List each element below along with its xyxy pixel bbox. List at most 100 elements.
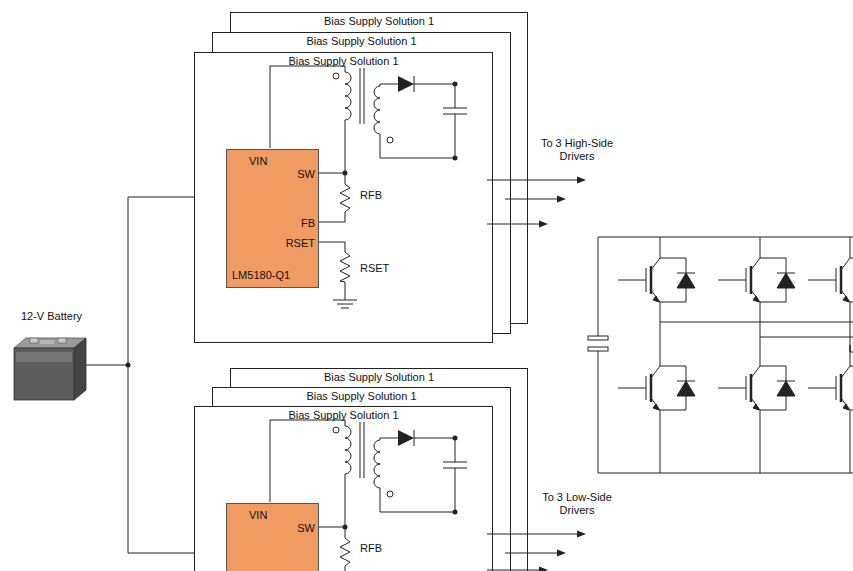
igbt-wire xyxy=(618,345,660,430)
ground-symbol xyxy=(333,300,357,308)
junction-dot xyxy=(343,171,348,176)
rset-resistor xyxy=(318,242,350,300)
phase-output xyxy=(760,337,853,338)
igbt-symbol xyxy=(618,345,695,430)
diode-symbol xyxy=(777,381,795,396)
transformer-core xyxy=(360,68,364,124)
wire xyxy=(270,66,345,148)
output-line xyxy=(505,199,559,200)
diode-bar xyxy=(777,381,795,382)
box-title: Bias Supply Solution 1 xyxy=(213,33,510,48)
polarity-dot xyxy=(333,73,339,79)
component-label: RFB xyxy=(360,189,382,202)
dc-rail xyxy=(598,237,853,473)
arrowhead xyxy=(577,531,586,538)
part-number: LM5180-Q1 xyxy=(232,269,290,281)
box-title: Bias Supply Solution 1 xyxy=(231,13,527,28)
phase-wire xyxy=(760,430,761,473)
diode-wire xyxy=(850,366,853,410)
box-title: Bias Supply Solution 1 xyxy=(195,53,492,68)
diode-wire xyxy=(850,258,853,302)
box-title: Bias Supply Solution 1 xyxy=(231,369,527,384)
diode-bar xyxy=(777,273,795,274)
capacitor-plate xyxy=(588,336,608,340)
emitter-arrow xyxy=(753,404,759,410)
transformer-secondary xyxy=(374,86,380,134)
junction-dot xyxy=(453,436,458,441)
component-label: RFB xyxy=(360,542,382,555)
igbt-symbol xyxy=(618,237,695,322)
wire xyxy=(318,474,345,527)
igbt-wire xyxy=(718,345,760,430)
arrowhead xyxy=(557,550,566,557)
junction-dot xyxy=(453,510,458,515)
ic-block: VINSW xyxy=(226,503,319,571)
transformer-primary xyxy=(345,72,351,120)
wire xyxy=(380,438,467,512)
transformer-secondary xyxy=(374,440,380,488)
igbt-symbol xyxy=(808,237,853,322)
phase-wire xyxy=(660,322,661,345)
ic-block: VINSWFBRSETLM5180-Q1 xyxy=(226,149,319,288)
pin-name: RSET xyxy=(286,237,315,249)
igbt-base xyxy=(650,374,653,402)
inverter-bridge xyxy=(588,237,853,473)
arrowhead xyxy=(539,567,548,571)
battery-terminal xyxy=(58,338,66,343)
emitter-arrow xyxy=(843,296,849,302)
igbt-base xyxy=(840,266,843,294)
igbt-symbol xyxy=(718,237,795,322)
diode-bar xyxy=(677,381,695,382)
pin-name: VIN xyxy=(249,155,267,167)
igbt-wire xyxy=(618,237,660,322)
phase-wire xyxy=(760,322,761,345)
wire xyxy=(86,197,194,553)
supply-box: Bias Supply Solution 1 VINSW xyxy=(194,406,493,571)
emitter-arrow xyxy=(653,404,659,410)
igbt-base xyxy=(650,266,653,294)
diode-symbol xyxy=(677,273,695,288)
arrowhead xyxy=(577,177,586,184)
emitter-arrow xyxy=(653,296,659,302)
junction-dot xyxy=(453,156,458,161)
igbt-symbol xyxy=(808,345,853,430)
polarity-dot xyxy=(387,137,393,143)
output-line xyxy=(487,570,541,571)
feedback-resistor xyxy=(318,527,350,571)
junction-dot xyxy=(343,525,348,530)
battery-front xyxy=(14,348,74,400)
pin-name: SW xyxy=(297,522,315,534)
box-title: Bias Supply Solution 1 xyxy=(213,388,510,403)
supply-wires xyxy=(86,197,194,553)
emitter-arrow xyxy=(843,404,849,410)
diode-symbol xyxy=(398,76,414,92)
polarity-dot xyxy=(387,491,393,497)
output-label: To 3 Low-Side Drivers xyxy=(527,491,627,517)
battery-side xyxy=(74,338,86,400)
junction-dot xyxy=(453,82,458,87)
phase-wire xyxy=(850,430,851,473)
output-line xyxy=(505,553,559,554)
output-label: To 3 High-Side Drivers xyxy=(527,137,627,163)
supply-box: Bias Supply Solution 1VINSWFBRSETLM5180-… xyxy=(194,52,493,343)
battery-label: 12-V Battery xyxy=(4,310,99,323)
diode-symbol xyxy=(398,430,414,446)
battery-terminal xyxy=(30,338,38,343)
junction-dot xyxy=(126,363,131,368)
battery-stripe xyxy=(16,352,72,362)
transformer-primary xyxy=(345,426,351,474)
transformer-core xyxy=(360,422,364,478)
arrowhead xyxy=(539,221,548,228)
component-label: RSET xyxy=(360,262,389,275)
igbt-wire xyxy=(808,237,850,322)
box-title: Bias Supply Solution 1 xyxy=(195,407,492,422)
igbt-wire xyxy=(718,237,760,322)
phase-wire xyxy=(660,430,661,473)
arrowhead xyxy=(557,196,566,203)
emitter-arrow xyxy=(753,296,759,302)
polarity-dot xyxy=(333,427,339,433)
igbt-base xyxy=(750,266,753,294)
output-line xyxy=(487,534,579,535)
phase-output xyxy=(660,322,853,323)
battery-icon xyxy=(14,338,86,400)
